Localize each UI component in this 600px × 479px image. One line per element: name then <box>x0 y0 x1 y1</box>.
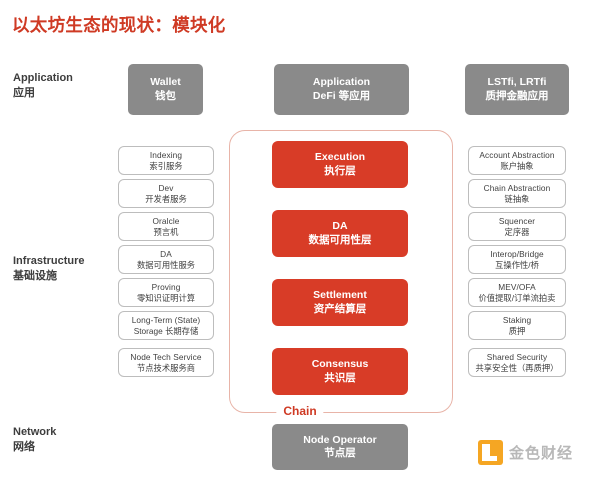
box-label-zh: 定序器 <box>504 226 530 237</box>
row-label-infrastructure-en: Infrastructure <box>13 255 85 267</box>
row-label-network-zh: 网络 <box>13 440 35 453</box>
infra-right-sequencer[interactable]: Squencer 定序器 <box>468 212 566 241</box>
box-label-zh: 共识层 <box>324 371 356 384</box>
box-label-en: Shared Security <box>486 351 548 362</box>
box-label-zh: 质押金融应用 <box>485 89 549 102</box>
box-label-zh: 钱包 <box>155 89 176 102</box>
jinse-logo-icon <box>478 440 503 465</box>
box-label-zh: 节点层 <box>324 447 356 459</box>
infra-left-dev[interactable]: Dev 开发者服务 <box>118 179 214 208</box>
box-label-en: Application <box>312 76 371 89</box>
infra-right-account-abstraction[interactable]: Account Abstraction 账户抽象 <box>468 146 566 175</box>
box-label-zh: 执行层 <box>324 164 356 177</box>
box-label-zh: 共享安全性（再质押） <box>475 362 559 373</box>
row-label-network-en: Network <box>13 426 57 438</box>
infra-left-long-term-storage[interactable]: Long-Term (State) Storage 长期存储 <box>118 311 214 340</box>
box-label-en: Proving <box>151 281 181 292</box>
box-label-zh: Storage 长期存储 <box>133 325 199 336</box>
box-label-en: Consensus <box>311 358 369 371</box>
box-label-en: Staking <box>502 314 532 325</box>
box-label-zh: 账户抽象 <box>500 160 534 171</box>
box-label-en: Chain Abstraction <box>483 182 551 193</box>
row-label-application-zh: 应用 <box>13 86 35 99</box>
row-label-infrastructure-zh: 基础设施 <box>13 269 57 282</box>
infra-left-proving[interactable]: Proving 零知识证明计算 <box>118 278 214 307</box>
chain-layer-consensus[interactable]: Consensus 共识层 <box>272 348 408 395</box>
box-label-zh: 资产结算层 <box>313 302 367 315</box>
box-label-zh: 质押 <box>508 325 526 336</box>
box-label-en: Indexing <box>149 149 183 160</box>
chain-container <box>229 130 453 413</box>
box-label-en: Execution <box>314 151 366 164</box>
box-label-en: Settlement <box>313 289 367 302</box>
box-label-zh: DeFi 等应用 <box>312 89 371 102</box>
row-label-application-en: Application <box>13 72 73 84</box>
box-label-zh: 互操作性/桥 <box>495 259 539 270</box>
watermark-text: 金色财经 <box>509 445 574 462</box>
application-box-wallet[interactable]: Wallet 钱包 <box>128 64 203 115</box>
infra-right-shared-security[interactable]: Shared Security 共享安全性（再质押） <box>468 348 566 377</box>
infra-right-staking[interactable]: Staking 质押 <box>468 311 566 340</box>
watermark: 金色财经 <box>478 440 573 465</box>
box-label-zh: 节点技术服务商 <box>136 362 196 373</box>
box-label-en: Node Tech Service <box>130 351 202 362</box>
chain-layer-execution[interactable]: Execution 执行层 <box>272 141 408 188</box>
box-label-zh: 数据可用性服务 <box>136 259 196 270</box>
chain-layer-da[interactable]: DA 数据可用性层 <box>272 210 408 257</box>
box-label-en: Squencer <box>498 215 536 226</box>
box-label-en: Long-Term (State) <box>131 314 201 325</box>
box-label-zh: 数据可用性层 <box>308 233 372 246</box>
box-label-en: Node Operator <box>303 433 377 446</box>
application-box-defi[interactable]: Application DeFi 等应用 <box>274 64 409 115</box>
infra-right-mev-ofa[interactable]: MEV/OFA 价值提取/订单流拍卖 <box>468 278 566 307</box>
page-title: 以太坊生态的现状：模块化 <box>12 15 226 35</box>
box-label-zh: 零知识证明计算 <box>136 292 196 303</box>
network-box-node-operator[interactable]: Node Operator 节点层 <box>272 424 408 470</box>
box-label-zh: 预言机 <box>153 226 179 237</box>
box-label-en: Dev <box>158 182 174 193</box>
infra-left-oracle[interactable]: Oralcle 预言机 <box>118 212 214 241</box>
box-label-zh: 开发者服务 <box>145 193 187 204</box>
infra-left-node-tech-service[interactable]: Node Tech Service 节点技术服务商 <box>118 348 214 377</box>
infra-right-chain-abstraction[interactable]: Chain Abstraction 链抽象 <box>468 179 566 208</box>
box-label-en: Wallet <box>150 76 181 89</box>
box-label-zh: 链抽象 <box>504 193 530 204</box>
infra-left-indexing[interactable]: Indexing 索引服务 <box>118 146 214 175</box>
infra-left-da[interactable]: DA 数据可用性服务 <box>118 245 214 274</box>
box-label-en: MEV/OFA <box>498 281 536 292</box>
box-label-zh: 索引服务 <box>149 160 183 171</box>
row-label-infrastructure: Infrastructure 基础设施 <box>13 254 85 284</box>
application-box-lstfi[interactable]: LSTfi, LRTfi 质押金融应用 <box>465 64 569 115</box>
box-label-en: Account Abstraction <box>479 149 555 160</box>
box-label-en: Interop/Bridge <box>490 248 544 259</box>
box-label-zh: 价值提取/订单流拍卖 <box>478 292 556 303</box>
box-label-en: LSTfi, LRTfi <box>487 76 547 89</box>
box-label-en: Oralcle <box>152 215 180 226</box>
box-label-en: DA <box>160 248 172 259</box>
box-label-en: DA <box>332 220 348 233</box>
row-label-application: Application 应用 <box>13 71 73 101</box>
infra-right-interop-bridge[interactable]: Interop/Bridge 互操作性/桥 <box>468 245 566 274</box>
row-label-network: Network 网络 <box>13 425 56 455</box>
chain-layer-settlement[interactable]: Settlement 资产结算层 <box>272 279 408 326</box>
chain-label: Chain <box>276 402 324 420</box>
